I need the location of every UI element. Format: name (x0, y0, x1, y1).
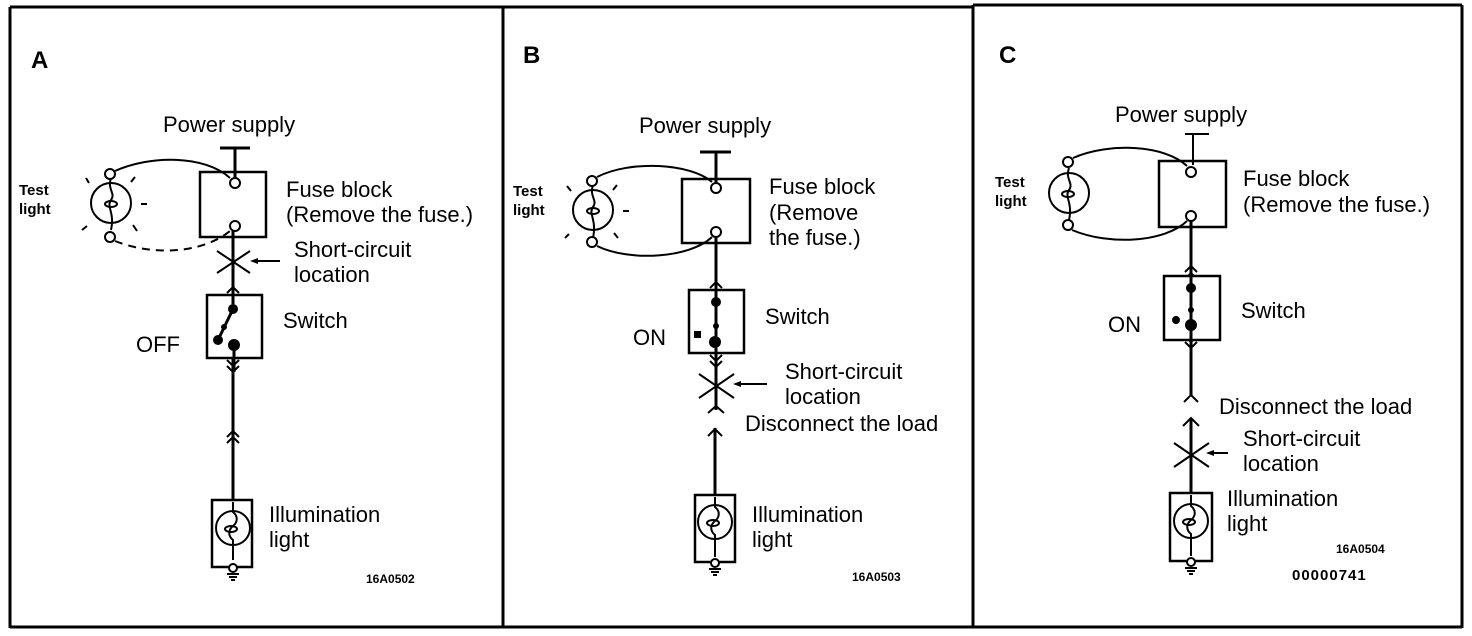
fuse-block-label: Fuse block (286, 177, 393, 202)
short-circuit-marker-icon (698, 373, 767, 399)
short-circuit-label: Short-circuit (1243, 426, 1360, 451)
switch-icon (1162, 266, 1222, 348)
test-light-icon (572, 175, 614, 248)
ground-icon (709, 558, 721, 576)
illumination-label-2: light (752, 527, 792, 552)
switch-icon (687, 282, 746, 367)
ground-icon (227, 563, 239, 581)
light-rays-icon (564, 184, 629, 239)
panel-letter: A (31, 47, 48, 74)
switch-label: Switch (765, 304, 830, 329)
fuse-block-note-2: the fuse.) (769, 225, 861, 250)
power-supply-label: Power supply (163, 112, 295, 137)
test-lead-solid (596, 164, 713, 183)
switch-state-label: ON (1108, 312, 1141, 337)
fuse-block-note: (Remove (769, 200, 858, 225)
short-circuit-label-2: location (785, 384, 861, 409)
panel-c: C Power supply Fuse block (Remove the fu… (995, 42, 1430, 584)
test-lead-solid-2 (596, 236, 713, 257)
test-light-label-2: light (995, 193, 1027, 210)
illumination-light-icon (1168, 491, 1214, 563)
test-light-label-2: light (19, 201, 51, 218)
test-light-label: Test (513, 183, 543, 200)
test-light-icon (90, 168, 132, 243)
disconnect-load-label: Disconnect the load (745, 411, 938, 436)
fuse-block-label: Fuse block (769, 174, 876, 199)
short-circuit-marker-icon (1173, 442, 1228, 468)
panel-b: B Power supply Fuse block (Remove the fu… (513, 42, 938, 584)
test-lead-dashed (114, 230, 231, 252)
figure-code: 16A0504 (1336, 542, 1385, 556)
figure-code: 16A0502 (366, 572, 415, 586)
power-supply-label: Power supply (639, 113, 771, 138)
illumination-light-icon (693, 493, 737, 564)
figure-code: 16A0503 (852, 570, 901, 584)
short-circuit-label-2: location (294, 262, 370, 287)
test-light-label-2: light (513, 202, 545, 219)
panel-letter: B (523, 42, 540, 69)
ground-icon (1185, 557, 1197, 575)
illumination-label: Illumination (269, 502, 380, 527)
switch-label: Switch (283, 308, 348, 333)
figure-id: 00000741 (1292, 567, 1367, 584)
illumination-label-2: light (1227, 511, 1267, 536)
switch-state-label: ON (633, 325, 666, 350)
test-light-label: Test (995, 174, 1025, 191)
light-rays-icon (81, 176, 147, 232)
panel-a: A Power supply Fuse block (Remove the fu… (19, 47, 473, 586)
short-circuit-label: Short-circuit (294, 237, 411, 262)
fuse-block-note: (Remove the fuse.) (286, 202, 473, 227)
fuse-block-label: Fuse block (1243, 166, 1350, 191)
test-light-label: Test (19, 182, 49, 199)
test-lead-solid-2 (1071, 220, 1188, 241)
panel-letter: C (999, 42, 1016, 69)
test-lead-solid (1072, 146, 1188, 167)
short-circuit-marker-icon (216, 250, 280, 274)
illumination-label: Illumination (752, 502, 863, 527)
illumination-label-2: light (269, 527, 309, 552)
frame (8, 3, 1464, 629)
switch-state-label: OFF (136, 332, 180, 357)
fuse-block-icon (1157, 159, 1228, 229)
disconnect-load-label: Disconnect the load (1219, 394, 1412, 419)
switch-label: Switch (1241, 298, 1306, 323)
fuse-block-icon (680, 177, 752, 245)
power-supply-label: Power supply (1115, 102, 1247, 127)
switch-icon (205, 287, 264, 372)
fuse-block-icon (198, 170, 268, 239)
illumination-label: Illumination (1227, 486, 1338, 511)
short-circuit-label-2: location (1243, 451, 1319, 476)
test-light-icon (1048, 156, 1090, 231)
short-circuit-label: Short-circuit (785, 359, 902, 384)
test-lead-solid (114, 158, 231, 179)
fuse-block-note: (Remove the fuse.) (1243, 192, 1430, 217)
illumination-light-icon (210, 498, 254, 569)
